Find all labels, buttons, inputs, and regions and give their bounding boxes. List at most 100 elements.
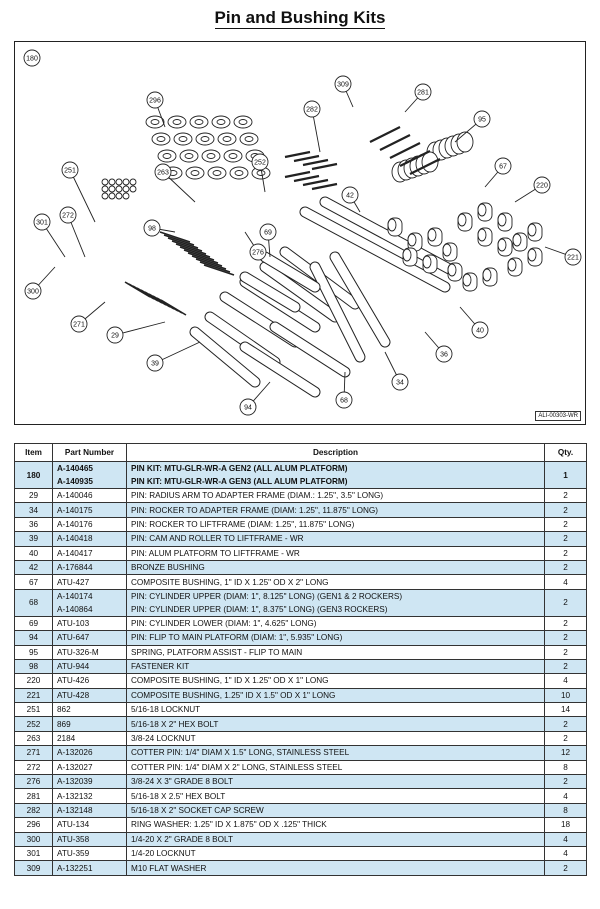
- page-title: Pin and Bushing Kits: [0, 8, 600, 29]
- cotter-pin: [191, 255, 223, 267]
- part-number-text: ATU-359: [57, 849, 90, 859]
- callout-bubble: [494, 157, 512, 175]
- part-number-text: ATU-103: [57, 618, 90, 628]
- cell-item: 221: [14, 687, 53, 704]
- cotter-pin: [195, 258, 227, 270]
- bushing-end: [527, 248, 537, 262]
- callout-bubble: [106, 326, 124, 344]
- description-text: 5/16-18 LOCKNUT: [131, 705, 201, 715]
- header-qty: Qty.: [544, 443, 587, 462]
- cell-item: 296: [14, 817, 53, 833]
- bushing-end: [407, 233, 417, 247]
- hex-bolt: [379, 134, 411, 151]
- cell-description: PIN: CAM AND ROLLER TO LIFTFRAME - WR: [126, 531, 545, 547]
- part-number-text: ATU-358: [57, 834, 90, 844]
- callout-number: 252: [254, 160, 266, 167]
- socket-cap-screw: [293, 154, 320, 163]
- callout-number: 69: [264, 230, 272, 237]
- ring-washer-hole: [256, 170, 266, 176]
- figure-code: ALI-00303-WR: [535, 411, 581, 421]
- cell-qty: 4: [544, 574, 587, 590]
- ring-washer-hole: [178, 136, 188, 142]
- cell-description: SPRING, PLATFORM ASSIST - FLIP TO MAIN: [126, 644, 545, 660]
- callout-bubble: [146, 354, 164, 372]
- cell-description: 1/4-20 LOCKNUT: [126, 845, 545, 862]
- callout-number: 221: [567, 255, 579, 262]
- cell-part-number: A-132039: [52, 774, 127, 790]
- callout-bubble: [435, 345, 453, 363]
- cell-part-number: A-132148: [52, 802, 127, 819]
- ring-washer-hole: [162, 153, 172, 159]
- cell-qty: 2: [544, 487, 587, 504]
- leader-line: [114, 321, 166, 336]
- pin-body: [310, 262, 365, 362]
- cell-item: 98: [14, 658, 53, 675]
- callout-number: 301: [36, 220, 48, 227]
- callout-bubble: [391, 373, 409, 391]
- callout-bubble: [70, 315, 88, 333]
- locknut: [122, 178, 130, 186]
- callout-bubble: [414, 83, 432, 101]
- cell-part-number: ATU-103: [52, 615, 127, 632]
- callout-bubble: [23, 49, 41, 67]
- description-text: 5/16-18 X 2.5" HEX BOLT: [131, 791, 226, 801]
- part-number-text: 862: [57, 705, 71, 715]
- cell-qty: 2: [544, 531, 587, 547]
- ring-washer-hole: [156, 136, 166, 142]
- description-text: PIN: ALUM PLATFORM TO LIFTFRAME - WR: [131, 548, 300, 558]
- pin-body: [270, 322, 350, 377]
- cell-qty: 12: [544, 745, 587, 761]
- cell-qty: 4: [544, 845, 587, 862]
- cell-part-number: 862: [52, 702, 127, 718]
- part-number-text: ATU-428: [57, 690, 90, 700]
- description-text: PIN KIT: MTU-GLR-WR-A GEN3 (ALL ALUM PLA…: [131, 477, 348, 486]
- part-number-text: A-140864: [57, 604, 93, 614]
- cell-qty: 10: [544, 687, 587, 704]
- cell-description: 1/4-20 X 2" GRADE 8 BOLT: [126, 831, 545, 847]
- part-number-text: ATU-427: [57, 577, 90, 587]
- cotter-pin: [183, 249, 215, 261]
- cell-description: 5/16-18 LOCKNUT: [126, 702, 545, 718]
- locknut: [122, 192, 130, 200]
- cell-item: 263: [14, 730, 53, 747]
- cell-qty: 2: [544, 860, 587, 876]
- cell-part-number: ATU-359: [52, 845, 127, 862]
- bushing-end: [497, 213, 507, 227]
- bushing-end: [457, 213, 467, 227]
- locknut: [129, 185, 137, 193]
- locknut: [115, 192, 123, 200]
- bushing-end: [447, 263, 457, 277]
- callout-number: 39: [151, 361, 159, 368]
- cell-qty: 2: [544, 588, 587, 617]
- callout-bubble: [471, 321, 489, 339]
- cell-item: 39: [14, 531, 53, 547]
- table-row: 39 A-140418 PIN: CAM AND ROLLER TO LIFTFRA…: [14, 531, 587, 547]
- part-number-text: A-140175: [57, 505, 93, 515]
- cotter-pin: [163, 234, 195, 246]
- part-number-text: A-132251: [57, 863, 93, 873]
- description-text: COMPOSITE BUSHING, 1" ID X 1.25" OD X 1"…: [131, 676, 329, 686]
- cell-part-number: A-140418: [52, 531, 127, 547]
- hex-bolt: [389, 142, 421, 159]
- socket-cap-screw: [284, 170, 311, 179]
- pin-body: [240, 272, 300, 312]
- ring-washer-hole: [184, 153, 194, 159]
- cell-description: PIN: CYLINDER LOWER (DIAM: 1", 4.625" LO…: [126, 615, 545, 632]
- cell-part-number: ATU-426: [52, 673, 127, 689]
- ring-washer-hole: [212, 170, 222, 176]
- cell-description: COMPOSITE BUSHING, 1.25" ID X 1.5" OD X …: [126, 687, 545, 704]
- callout-bubble: [334, 75, 352, 93]
- description-text: COTTER PIN: 1/4" DIAM X 2" LONG, STAINLE…: [131, 762, 343, 772]
- cell-item: 95: [14, 644, 53, 660]
- cell-qty: 2: [544, 559, 587, 576]
- part-number-text: 869: [57, 719, 71, 729]
- cell-qty: 1: [544, 461, 587, 489]
- part-number-text: A-140418: [57, 534, 93, 544]
- header-part-number: Part Number: [52, 443, 127, 462]
- cell-part-number: A-140417: [52, 545, 127, 561]
